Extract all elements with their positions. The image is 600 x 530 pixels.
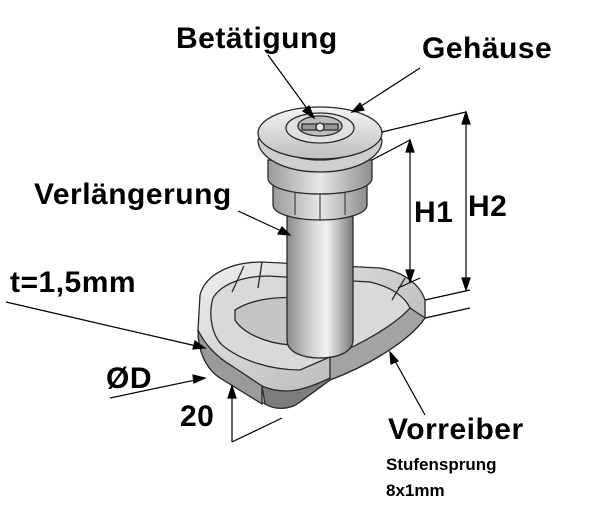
- extension-label: Verlängerung: [34, 178, 232, 211]
- housing-cap: [257, 106, 383, 173]
- width-dimension-label: 20: [180, 400, 215, 433]
- h2-dimension-label: H2: [468, 190, 508, 223]
- dimension-lines: [5, 54, 471, 443]
- housing-label: Gehäuse: [422, 32, 553, 65]
- step-size-label: 8x1mm: [386, 481, 445, 500]
- latch-label: Vorreiber: [388, 413, 524, 446]
- actuator-label: Betätigung: [176, 22, 338, 55]
- h1-dimension-label: H1: [414, 196, 454, 229]
- thickness-label: t=1,5mm: [10, 266, 137, 299]
- step-label: Stufensprung: [386, 455, 497, 474]
- diameter-label: ØD: [106, 362, 152, 395]
